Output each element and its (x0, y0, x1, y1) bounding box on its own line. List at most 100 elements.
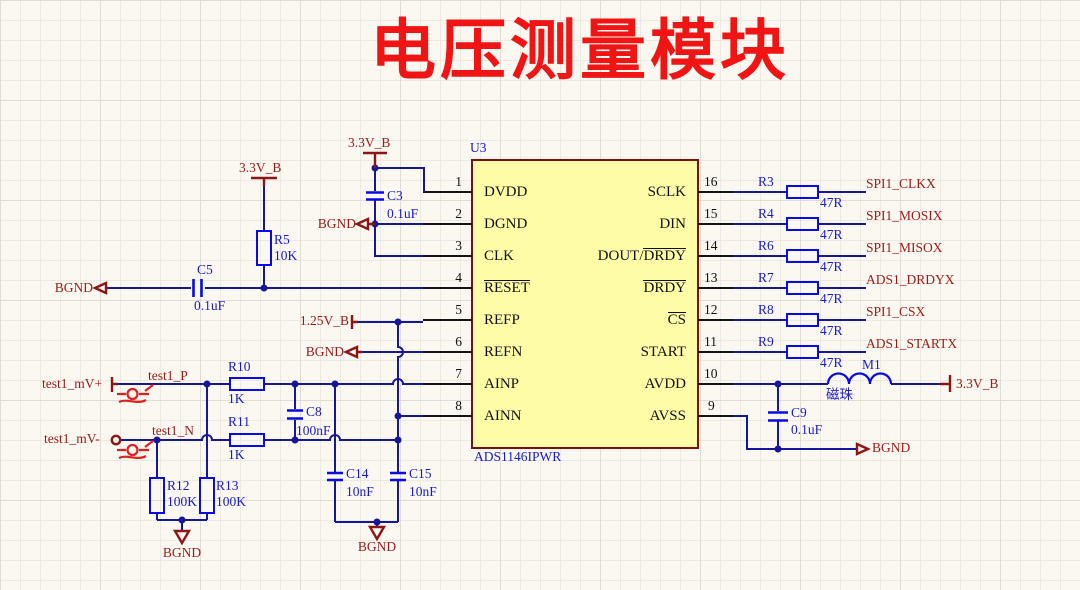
capacitor-C5-value[interactable]: 0.1uF (194, 298, 226, 313)
pin-number-11: 11 (704, 334, 717, 349)
resistor-symbols[interactable] (149, 185, 819, 514)
ic-designator[interactable]: U3 (470, 140, 487, 155)
resistor-R4-value[interactable]: 47R (820, 227, 843, 242)
resistor-R11-designator[interactable]: R11 (228, 414, 251, 429)
power-bar-3v3-right (940, 375, 952, 392)
resistor-R4-designator[interactable]: R4 (758, 206, 774, 221)
resistor-R7-value[interactable]: 47R (820, 291, 843, 306)
resistor-R8-symbol (786, 313, 819, 327)
power-label-1v25[interactable]: 1.25V_B (299, 313, 349, 328)
resistor-R8-value[interactable]: 47R (820, 323, 843, 338)
pin-name-dout-drdy: DOUT/DRDY (597, 248, 686, 264)
power-label-3v3-right[interactable]: 3.3V_B (956, 376, 999, 391)
power-label-3v3-left[interactable]: 3.3V_B (239, 160, 282, 175)
resistor-R8-designator[interactable]: R8 (758, 302, 774, 317)
resistor-R12-value[interactable]: 100K (167, 494, 197, 509)
power-label-bgnd-bottom-mid[interactable]: BGND (357, 539, 397, 554)
net-label-spi1-clkx[interactable]: SPI1_CLKX (866, 176, 936, 191)
net-label-spi1-csx[interactable]: SPI1_CSX (866, 304, 926, 319)
capacitor-C9-value[interactable]: 0.1uF (791, 422, 823, 437)
ic-part-number[interactable]: ADS1146IPWR (474, 449, 562, 464)
net-label-ads1-startx[interactable]: ADS1_STARTX (866, 336, 958, 351)
resistor-R7-designator[interactable]: R7 (758, 270, 774, 285)
pin-name-refn: REFN (484, 344, 523, 360)
pin-number-8: 8 (455, 398, 462, 413)
resistor-R9-designator[interactable]: R9 (758, 334, 774, 349)
pin-number-7: 7 (455, 366, 462, 381)
resistor-R5-designator[interactable]: R5 (274, 232, 290, 247)
capacitor-C3-value[interactable]: 0.1uF (387, 206, 419, 221)
junction-dots (153, 164, 782, 526)
pin-name-din: DIN (659, 216, 686, 232)
pin-name-dgnd: DGND (484, 216, 528, 232)
resistor-R10-designator[interactable]: R10 (228, 359, 251, 374)
pin-number-14: 14 (704, 238, 718, 253)
ferrite-M1-value[interactable]: 磁珠 (826, 387, 853, 402)
testpoint-marker-icons (117, 384, 154, 460)
net-label-ads1-drdyx[interactable]: ADS1_DRDYX (866, 272, 955, 287)
capacitor-C15-designator[interactable]: C15 (409, 466, 432, 481)
resistor-R13-symbol (199, 477, 215, 514)
ferrite-bead-M1-symbol[interactable] (826, 372, 893, 385)
pin-name-avss: AVSS (649, 408, 686, 424)
capacitor-symbols[interactable] (192, 191, 789, 482)
capacitor-C8-value[interactable]: 100nF (296, 423, 331, 438)
resistor-R13-designator[interactable]: R13 (216, 478, 239, 493)
pin-number-12: 12 (704, 302, 718, 317)
resistor-R10-value[interactable]: 1K (228, 391, 245, 406)
capacitor-C15-symbol (390, 471, 406, 482)
power-label-bgnd-dgnd[interactable]: BGND (317, 216, 356, 231)
resistor-R11-value[interactable]: 1K (228, 447, 245, 462)
bgnd-arrow-left (92, 281, 108, 295)
pin-name-sclk: SCLK (647, 184, 686, 200)
capacitor-C14-value[interactable]: 10nF (346, 484, 374, 499)
pin-name-ainp: AINP (484, 376, 520, 392)
capacitor-C3-designator[interactable]: C3 (387, 188, 403, 203)
bgnd-arrow-pin6 (343, 345, 362, 359)
net-label-spi1-misox[interactable]: SPI1_MISOX (866, 240, 943, 255)
resistor-R6-designator[interactable]: R6 (758, 238, 774, 253)
port-label-test1-mv-neg[interactable]: test1_mV- (44, 431, 100, 446)
resistor-R3-value[interactable]: 47R (820, 195, 843, 210)
capacitor-C5-symbol (192, 279, 203, 297)
capacitor-C3-symbol (366, 191, 384, 201)
capacitor-C8-symbol (287, 409, 303, 420)
capacitor-C14-designator[interactable]: C14 (346, 466, 369, 481)
capacitor-C9-designator[interactable]: C9 (791, 405, 807, 420)
resistor-R6-symbol (786, 249, 819, 263)
resistor-R5-value[interactable]: 10K (274, 248, 298, 263)
resistor-R4-symbol (786, 217, 819, 231)
net-label-test1-n[interactable]: test1_N (152, 423, 194, 438)
pin-name-dvdd: DVDD (484, 184, 528, 200)
bgnd-triangle-bottom-left (172, 529, 192, 546)
capacitor-C5-designator[interactable]: C5 (197, 262, 213, 277)
power-port-symbols[interactable] (92, 151, 952, 546)
net-label-test1-p[interactable]: test1_P (148, 368, 188, 383)
power-bar-1v25 (350, 315, 358, 329)
capacitor-C15-value[interactable]: 10nF (409, 484, 437, 499)
resistor-R11-symbol (229, 433, 265, 447)
net-label-spi1-mosix[interactable]: SPI1_MOSIX (866, 208, 943, 223)
power-label-3v3-top[interactable]: 3.3V_B (348, 135, 391, 150)
resistor-R6-value[interactable]: 47R (820, 259, 843, 274)
pin-number-4: 4 (455, 270, 462, 285)
port-label-test1-mv-pos[interactable]: test1_mV+ (42, 376, 103, 391)
ic-body-U3[interactable] (471, 159, 699, 449)
resistor-R9-value[interactable]: 47R (820, 355, 843, 370)
pin-number-10: 10 (704, 366, 718, 381)
power-label-bgnd-bottom-left[interactable]: BGND (162, 545, 202, 560)
page-title: 电压测量模块 (370, 13, 790, 87)
resistor-R3-designator[interactable]: R3 (758, 174, 774, 189)
power-label-bgnd-refn[interactable]: BGND (305, 344, 344, 359)
capacitor-C8-designator[interactable]: C8 (306, 404, 322, 419)
power-bar-3v3-left (251, 176, 277, 186)
power-label-bgnd-right[interactable]: BGND (872, 440, 911, 455)
testpoint-icon-pos (117, 384, 154, 404)
power-label-bgnd-reset[interactable]: BGND (54, 280, 93, 295)
pin-name-clk: CLK (484, 248, 514, 264)
resistor-R13-value[interactable]: 100K (216, 494, 246, 509)
ferrite-M1-designator[interactable]: M1 (862, 357, 881, 372)
resistor-R12-designator[interactable]: R12 (167, 478, 190, 493)
testpoint-icon-neg (117, 440, 154, 460)
